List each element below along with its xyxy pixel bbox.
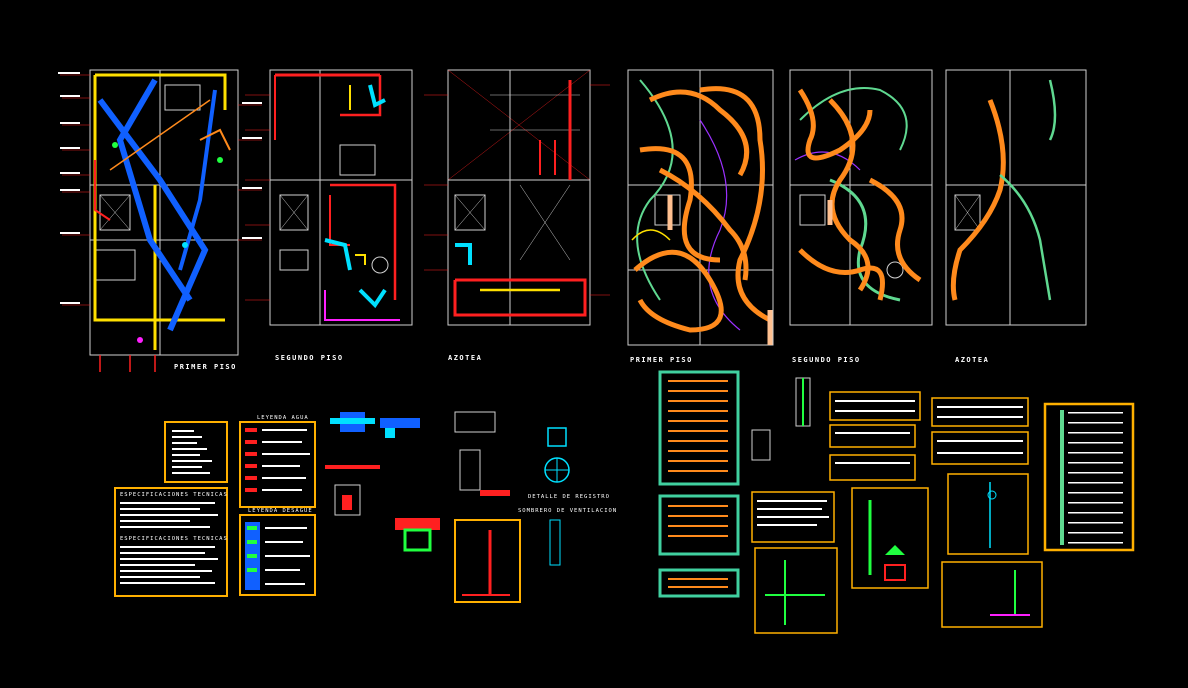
plan-label-1: PRIMER PISO xyxy=(174,363,237,371)
leyenda-desague-box: LEYENDA DESAGUE xyxy=(239,508,316,596)
plan-segundo-piso-agua: SEGUNDO PISO xyxy=(245,69,413,362)
plan-primer-piso-agua: PRIMER PISO xyxy=(58,69,262,372)
especificaciones-title-2: ESPECIFICACIONES TECNICAS xyxy=(120,536,228,542)
plan-segundo-piso-electrico: SEGUNDO PISO xyxy=(789,69,933,364)
leyenda-agua-box: LEYENDA AGUA xyxy=(239,415,316,508)
sombrero-ventilacion-label: SOMBRERO DE VENTILACION xyxy=(518,508,617,514)
especificaciones-tecnicas-box: ESPECIFICACIONES TECNICAS ESPECIFICACION… xyxy=(114,487,228,597)
diagrama-montante-electrico xyxy=(754,547,838,634)
plan-azotea-electrico: AZOTEA xyxy=(945,69,1087,364)
plan-azotea-agua: AZOTEA xyxy=(424,69,610,362)
plan-label-6: AZOTEA xyxy=(955,356,989,364)
plan-primer-piso-electrico: PRIMER PISO xyxy=(627,69,774,364)
detalle-registro-label: DETALLE DE REGISTRO xyxy=(528,494,610,500)
plan-label-2: SEGUNDO PISO xyxy=(275,354,344,362)
cuadro-cargas-1 xyxy=(658,370,740,486)
leyenda-agua-title: LEYENDA AGUA xyxy=(257,415,309,421)
plan-label-4: PRIMER PISO xyxy=(630,356,693,364)
especificaciones-electricas xyxy=(751,491,835,543)
tabla-electrica-1 xyxy=(829,391,1029,481)
legend-small-box xyxy=(164,421,228,483)
plan-label-5: SEGUNDO PISO xyxy=(792,356,861,364)
leyenda-electrica-vertical xyxy=(1043,402,1135,552)
detalle-montante xyxy=(751,377,811,461)
detalle-tuberias xyxy=(325,411,510,552)
plan-label-3: AZOTEA xyxy=(448,354,482,362)
cuadro-cargas-2 xyxy=(658,494,740,556)
cuadro-cargas-3 xyxy=(658,568,740,598)
diagrama-unifilar-2 xyxy=(947,473,1029,555)
diagrama-unifilar-1 xyxy=(851,487,929,589)
leyenda-desague-title: LEYENDA DESAGUE xyxy=(248,508,313,514)
detalle-ventilacion-box xyxy=(454,519,521,603)
especificaciones-title-1: ESPECIFICACIONES TECNICAS xyxy=(120,492,228,498)
diagrama-tablero xyxy=(941,561,1043,628)
detalle-registro: DETALLE DE REGISTRO SOMBRERO DE VENTILAC… xyxy=(518,427,617,566)
